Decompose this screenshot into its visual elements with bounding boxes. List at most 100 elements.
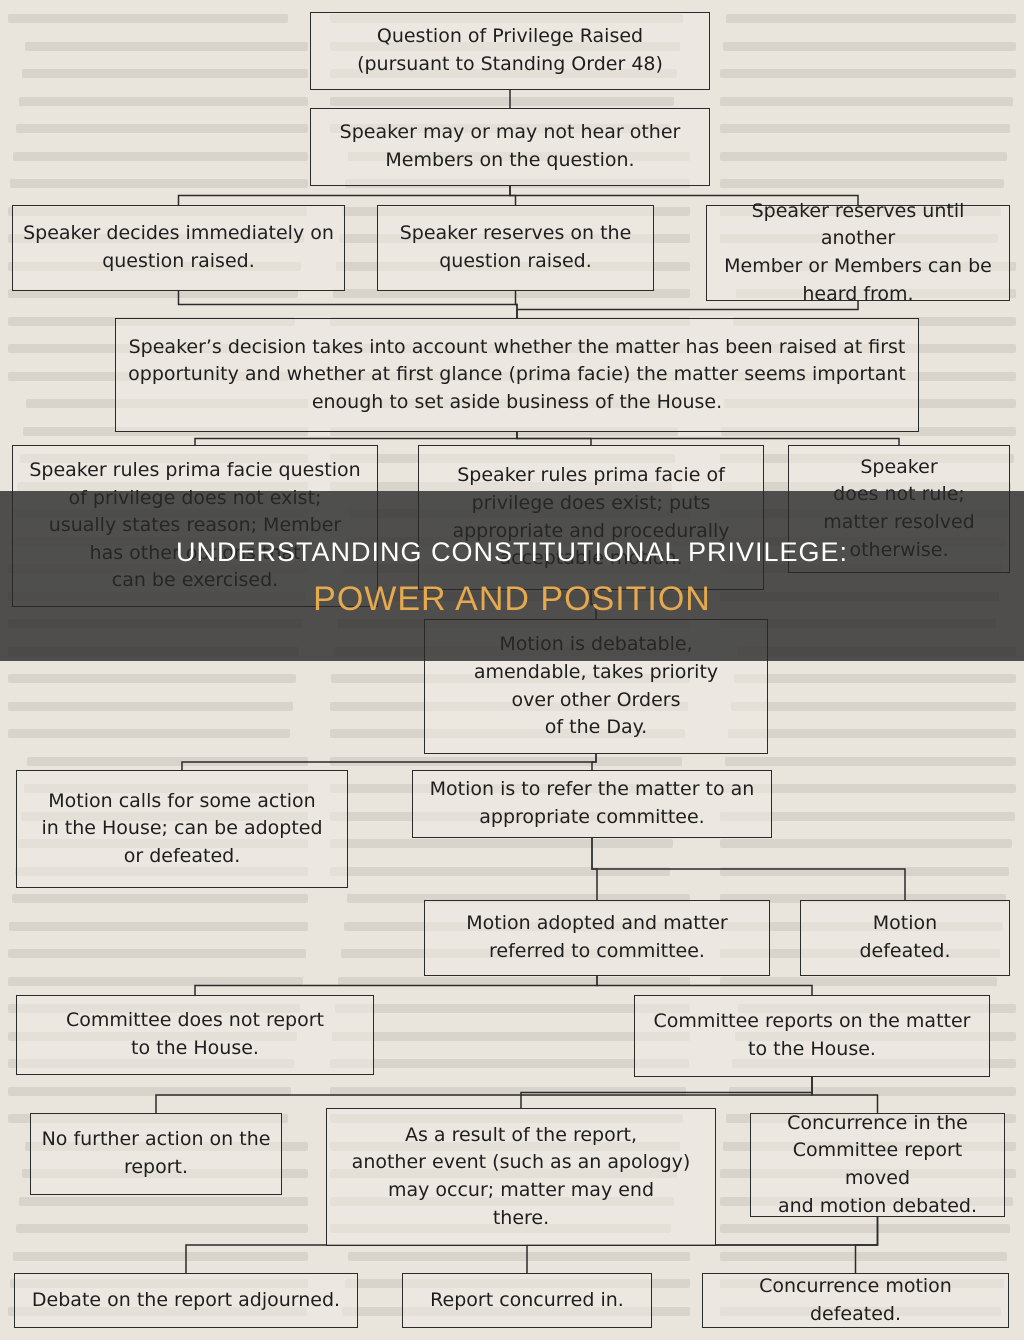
flow-node-n6: Speaker’s decision takes into account wh… [115,318,919,432]
node-text-line: question raised. [102,250,255,272]
node-text-line: No further action on the [41,1128,271,1151]
connector-n2-n3 [177,186,511,205]
connector-n10-n11 [181,754,597,770]
background-text-line [13,151,308,161]
background-text-line [731,701,1016,711]
flow-node-n13: Motion adopted and matter referred to com… [424,900,770,976]
background-text-line [726,14,1016,23]
node-text-line: question raised. [439,250,592,272]
background-text-line [720,976,997,986]
background-text-line [720,894,1006,903]
background-text-line [8,976,303,986]
node-text-line: report. [123,1156,189,1178]
background-text-line [330,1059,689,1068]
node-text-line: to the House. [131,1037,259,1059]
background-text-line [734,674,1016,683]
node-text-line: another event (such as an apology) [351,1151,691,1174]
connector-n19-n22 [854,1217,879,1273]
background-text-line [8,729,290,738]
node-text-line: of the Day. [544,716,648,739]
background-text-line [9,921,308,931]
flow-node-n4: Speaker reserves on the question raised. [377,205,654,291]
background-text-line [12,894,308,903]
flow-node-n17: No further action on the report. [30,1113,282,1195]
background-text-line [720,1251,1007,1261]
background-text-line [330,839,673,848]
background-text-line [335,1004,690,1013]
background-text-line [720,124,1010,133]
node-text-line: Question of Privilege Raised [376,25,644,48]
node-text-line: opportunity and whether at first glance … [128,363,906,386]
node-text-line: Speaker rules prima facie of [457,464,725,487]
background-text-line [8,1086,291,1096]
background-text-line [332,1031,690,1041]
connector-n12-n14 [591,838,906,900]
node-text-line: Speaker decides immediately on [23,222,334,245]
node-text: Question of Privilege Raised (pursuant to… [357,23,663,78]
background-text-line [8,14,288,23]
background-text-line [16,1224,308,1233]
node-text-line: defeated. [859,940,951,962]
background-text-line [330,866,670,876]
node-text: Speaker decides immediately on question r… [23,220,334,275]
background-text-line [330,96,674,106]
background-text-line [720,811,1015,821]
node-text-line: Speaker reserves until another [751,199,965,250]
background-text-line [13,1251,308,1261]
node-text-line: Concurrence motion defeated. [759,1274,952,1325]
node-text-line: (pursuant to Standing Order 48) [357,53,663,75]
connector-n13-n15 [194,976,598,995]
node-text-line: heard from. [802,282,914,305]
title-banner: Understanding Constitutional Privilege: … [0,491,1024,661]
node-text-line: Motion calls for some action [48,789,316,812]
node-text-line: and motion debated. [777,1194,978,1217]
node-text-line: Motion adopted and matter [466,912,728,935]
node-text: Motion adopted and matter referred to com… [466,910,727,965]
connector-n6-n7 [194,432,518,445]
node-text-line: to the House. [748,1038,876,1060]
flow-node-n21: Report concurred in. [402,1273,652,1328]
connector-n16-n18 [520,1077,813,1108]
node-text-line: Speaker [860,455,938,478]
node-text: As a result of the report,another event … [352,1122,691,1232]
background-text-line [720,866,1009,876]
background-text-line [728,729,1016,738]
connector-n10-n12 [591,754,597,770]
connector-n2-n5 [509,186,859,205]
node-text-line: Motion is to refer the matter to an [429,778,755,801]
background-text-line [10,179,308,188]
node-text-line: Concurrence in the [787,1111,968,1134]
background-text-line [25,41,308,51]
background-text-line [330,1086,686,1096]
node-text-line: there. [492,1206,550,1229]
background-text-line [27,756,308,766]
background-text-line [720,151,1007,161]
node-text-line: referred to committee. [489,940,705,962]
node-text-line: enough to set aside business of the Hous… [311,390,723,413]
node-text-line: Member or Members can be [724,255,992,277]
node-text-line: Speaker’s decision takes into account wh… [128,335,906,358]
node-text: Debate on the report adjourned. [32,1287,340,1315]
node-text: No further action on the report. [42,1126,271,1181]
node-text: Speaker reserves on the question raised. [400,220,632,275]
node-text: Concurrence motion defeated. [711,1273,1000,1328]
background-text-line [725,756,1016,766]
background-text-line [330,756,682,766]
banner-title: Understanding Constitutional Privilege: [175,537,849,567]
background-text-line [16,124,308,133]
node-text-line: Report concurred in. [430,1288,624,1311]
background-text-line [720,69,1016,78]
node-text-line: Speaker reserves on the [399,222,632,245]
